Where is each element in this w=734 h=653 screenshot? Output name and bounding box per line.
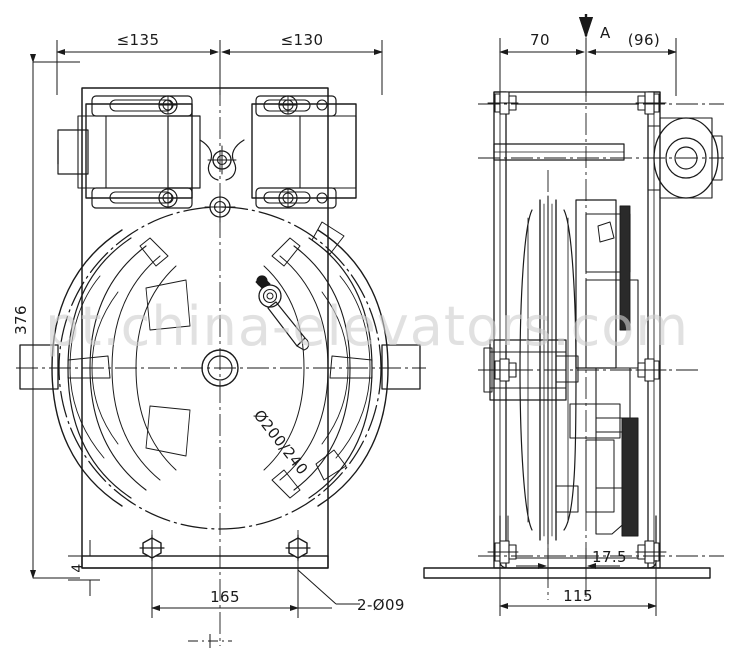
dim-side-top-right: (96) (628, 31, 660, 49)
brake-linkage (199, 139, 245, 181)
motor-body (569, 199, 639, 537)
dim-plate-thickness: 4 (70, 563, 86, 572)
dim-front-top-left: ≤135 (117, 31, 160, 49)
dim-hole-callout: 2-Ø09 (357, 596, 405, 614)
release-lever (255, 275, 310, 351)
bolt-bottom-right (635, 540, 667, 564)
dim-front-top-right: ≤130 (281, 31, 324, 49)
bolt-top-left (487, 91, 519, 115)
dim-bolt-span: 165 (210, 588, 240, 606)
dim-side-offset: 17.5 (592, 548, 627, 566)
dim-side-top-left: 70 (530, 31, 550, 49)
brake-assembly-right (251, 95, 357, 209)
section-label-a: A (600, 24, 611, 42)
side-view-body (423, 91, 723, 579)
bolt-bottom-left (487, 540, 519, 564)
dim-side-base-width: 115 (563, 587, 593, 605)
dimension-lines (30, 14, 677, 648)
dim-front-height: 376 (12, 305, 30, 335)
brake-assembly-left (57, 95, 201, 209)
bolt-top-right (635, 91, 667, 115)
centerlines (16, 14, 724, 646)
dim-sheave-diameter: Ø200/240 (250, 406, 312, 478)
